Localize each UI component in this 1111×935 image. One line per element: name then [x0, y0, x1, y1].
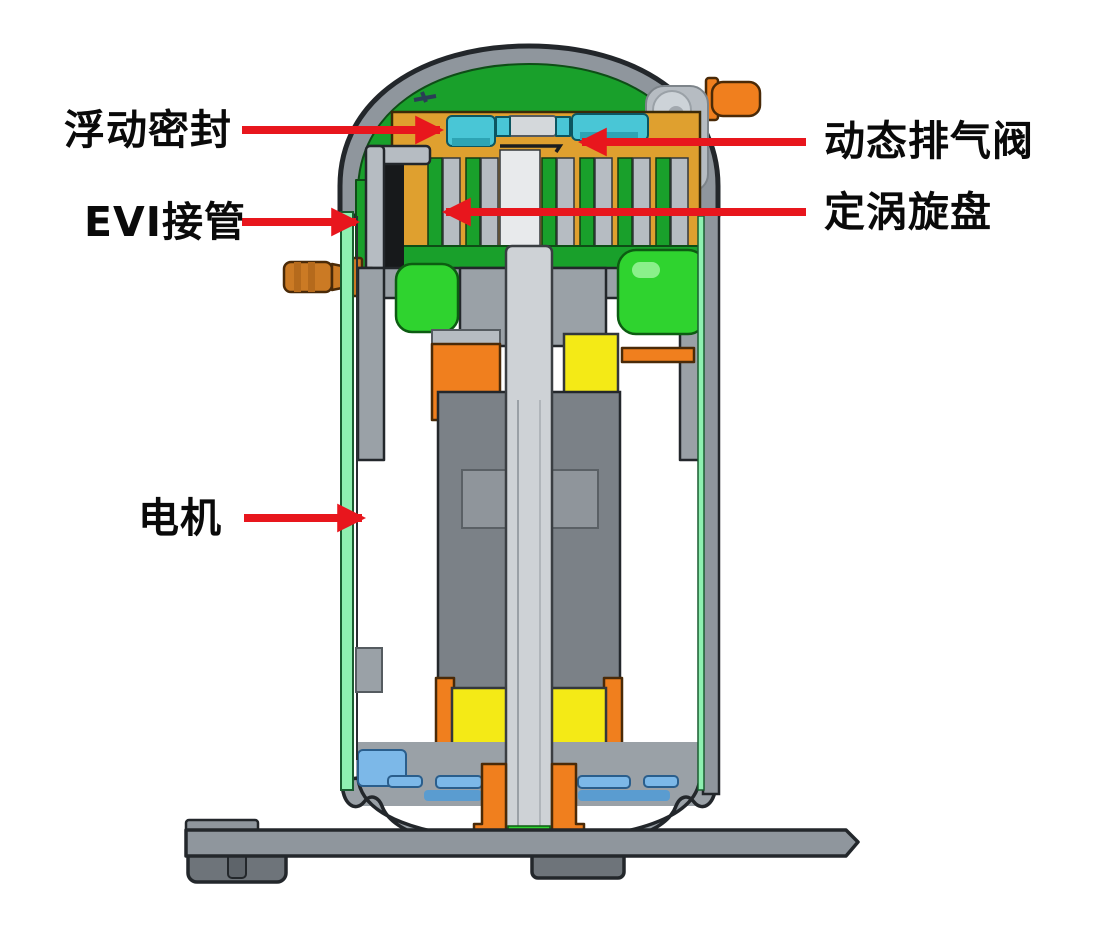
base-plate — [184, 828, 860, 858]
seal-groove-left — [452, 138, 490, 146]
bolt-detail — [413, 91, 437, 103]
frame-orange-band-right — [620, 346, 696, 364]
frame-green-boss-right — [616, 248, 708, 336]
callout-arrows — [242, 115, 806, 533]
lower-frame-lug — [355, 647, 383, 693]
crankshaft — [504, 244, 554, 844]
shell-side-walls — [340, 210, 721, 796]
label-discharge-valve: 动态排气阀 — [824, 117, 1034, 165]
rotor-step-left — [461, 469, 513, 529]
evi-internal-pipe — [355, 144, 432, 293]
rotor-step-right — [547, 469, 599, 529]
label-floating-seal: 浮动密封 — [64, 106, 232, 154]
mounting-base — [184, 818, 860, 884]
oil-level-band — [424, 790, 482, 801]
frame-green-boss-left — [394, 262, 460, 334]
label-fixed-scroll: 定涡旋盘 — [824, 188, 992, 236]
discharge-fitting — [704, 76, 762, 122]
scroll-wraps — [427, 149, 689, 247]
green-boss-highlight — [632, 262, 660, 278]
seal-groove-right — [580, 132, 638, 140]
dynamic-discharge-valve-reed — [500, 144, 564, 153]
seal-center-disc — [507, 115, 557, 137]
fitting-ridge — [294, 262, 301, 292]
fitting-ridge — [308, 262, 315, 292]
discharge-passage — [499, 149, 541, 247]
oil-level-band — [578, 790, 670, 801]
label-motor: 电机 — [138, 494, 222, 542]
label-evi-pipe: EVI接管 — [84, 198, 246, 246]
